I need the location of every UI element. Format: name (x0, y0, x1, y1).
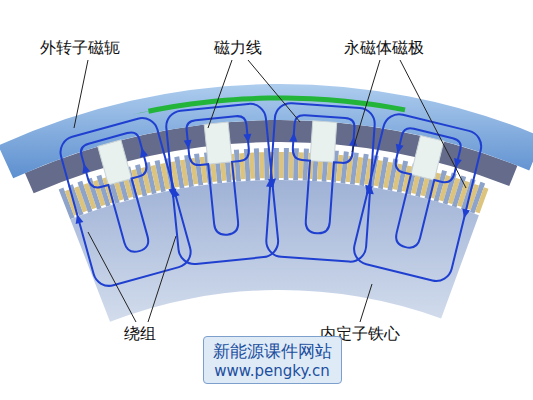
magnet-pole (204, 122, 232, 164)
pole-group (261, 102, 380, 263)
flux-line (287, 114, 355, 235)
part-label: 绕组 (124, 324, 156, 343)
site-name: 新能源课件网站 (204, 341, 341, 362)
leader-line (400, 60, 466, 188)
flux-line (265, 102, 376, 263)
flux-arrow (168, 188, 177, 198)
flux-arrow (73, 213, 83, 224)
flux-arrow (289, 132, 298, 142)
leader-line (248, 60, 300, 122)
flux-arrow (363, 185, 373, 196)
leader-line (352, 60, 380, 152)
winding (475, 187, 488, 213)
flux-arrow (243, 134, 252, 144)
flux-arrow (394, 144, 404, 155)
leader-line (74, 60, 88, 128)
flux-line (351, 111, 485, 284)
leader-line (148, 236, 176, 322)
site-url: www.pengky.cn (204, 362, 341, 381)
flux-arrow (80, 163, 90, 174)
flux-line (376, 126, 462, 254)
magnet-pole (98, 140, 132, 185)
stator-tooth (274, 148, 279, 180)
part-label: 外转子磁轭 (40, 38, 120, 57)
winding (298, 152, 304, 178)
watermark-box: 新能源课件网站www.pengky.cn (203, 336, 342, 384)
flux-arrow (460, 209, 470, 220)
leader-line (88, 232, 136, 322)
leader-lines (74, 60, 466, 322)
flux-line (165, 102, 280, 265)
pole-group (161, 102, 284, 266)
winding (288, 152, 293, 178)
flux-arrow (184, 140, 193, 150)
flux-arrow (138, 147, 148, 158)
winding (279, 152, 284, 178)
leader-line (208, 60, 232, 128)
winding (259, 152, 265, 178)
flux-arrow (266, 178, 275, 188)
machine-section (0, 84, 533, 322)
pole-group (347, 110, 489, 285)
magnet-pole (411, 135, 444, 180)
magnet-pole (310, 121, 337, 163)
rotation-arrowhead (132, 109, 160, 115)
part-label: 永磁体磁极 (344, 38, 424, 57)
pole-group (53, 113, 198, 290)
leader-line (360, 284, 372, 322)
flux-line (186, 115, 257, 237)
stator-tooth (284, 148, 289, 180)
part-label: 磁力线 (214, 38, 262, 57)
